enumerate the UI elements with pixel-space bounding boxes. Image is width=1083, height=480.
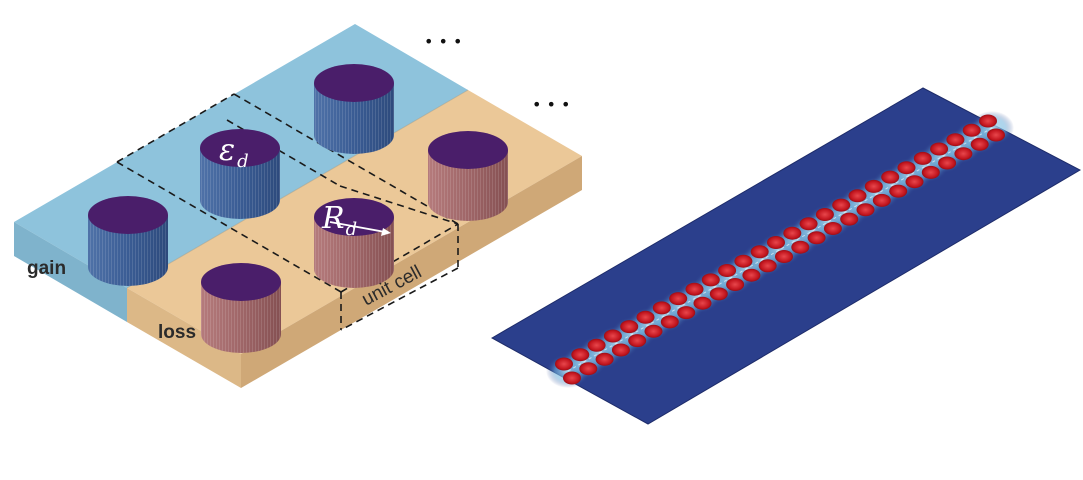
field-spot bbox=[987, 128, 1005, 142]
field-spot bbox=[954, 147, 973, 161]
field-spot bbox=[693, 296, 712, 310]
field-spot bbox=[644, 324, 663, 338]
field-spot bbox=[848, 189, 867, 203]
field-spot bbox=[734, 254, 753, 268]
field-spot bbox=[946, 133, 965, 147]
field-spot bbox=[930, 142, 949, 156]
pillar-side-texture bbox=[314, 217, 394, 288]
field-spot bbox=[775, 250, 793, 263]
gain-region-front bbox=[14, 222, 127, 322]
pillar-top bbox=[200, 129, 280, 167]
gain-pillar bbox=[88, 196, 168, 286]
field-spot bbox=[579, 362, 598, 376]
pillar-top bbox=[201, 263, 281, 301]
field-spot bbox=[815, 208, 834, 221]
field-spot bbox=[889, 184, 908, 198]
pillar-top bbox=[428, 131, 508, 169]
field-spot bbox=[962, 123, 981, 137]
arrow-right-icon bbox=[329, 221, 391, 236]
field-spot bbox=[563, 371, 581, 385]
field-map bbox=[490, 87, 1082, 425]
field-spot bbox=[669, 292, 688, 306]
loss-pillar bbox=[428, 131, 508, 221]
field-spot bbox=[767, 236, 785, 249]
field-spot bbox=[897, 161, 916, 175]
field-spot bbox=[603, 329, 622, 343]
field-spot bbox=[913, 151, 932, 165]
pillar-top bbox=[88, 196, 168, 234]
gain-pillar bbox=[200, 129, 280, 219]
field-spot bbox=[718, 264, 737, 277]
field-spot bbox=[742, 268, 761, 282]
field-spot bbox=[840, 212, 859, 226]
field-spot bbox=[979, 114, 997, 128]
field-spot bbox=[872, 193, 891, 207]
pillar-side-texture bbox=[200, 148, 280, 219]
field-spot bbox=[628, 334, 647, 348]
field-spot bbox=[799, 217, 818, 231]
loss-region-front bbox=[127, 288, 241, 388]
pillar-side-texture bbox=[314, 83, 394, 154]
loss-pillar bbox=[314, 198, 394, 288]
field-spot bbox=[611, 343, 630, 357]
field-spot bbox=[807, 231, 826, 245]
field-spot bbox=[783, 226, 802, 240]
field-spot bbox=[758, 259, 777, 273]
field-spot bbox=[587, 338, 606, 352]
loss-pillar bbox=[201, 263, 281, 353]
radius-label: Rd bbox=[321, 201, 357, 240]
field-spot bbox=[881, 170, 900, 184]
field-spot bbox=[938, 156, 957, 170]
field-spot bbox=[726, 278, 745, 291]
pillar-side-texture bbox=[201, 282, 281, 353]
field-spot bbox=[636, 310, 655, 324]
pillar-top bbox=[314, 198, 394, 236]
pillars bbox=[88, 64, 508, 353]
field-spot bbox=[652, 301, 671, 315]
field-spot bbox=[791, 240, 810, 254]
field-spot bbox=[864, 179, 883, 193]
field-spot bbox=[750, 245, 769, 259]
field-spot bbox=[970, 137, 989, 151]
field-spot bbox=[571, 348, 590, 362]
three-dots-icon: • • • bbox=[424, 32, 462, 51]
field-spot bbox=[701, 273, 720, 287]
field-spot bbox=[555, 357, 573, 371]
field-spot bbox=[620, 320, 639, 334]
field-spot bbox=[823, 222, 842, 235]
field-spot bbox=[905, 175, 924, 189]
field-spot bbox=[709, 287, 728, 301]
field-spots bbox=[555, 114, 1005, 385]
pillar-top bbox=[314, 64, 394, 102]
gain-label: gain bbox=[27, 258, 66, 279]
gain-pillar bbox=[314, 64, 394, 154]
field-spot bbox=[595, 352, 614, 366]
field-spot bbox=[832, 198, 851, 212]
field-spot bbox=[685, 282, 704, 296]
unit-cell-outline bbox=[116, 93, 459, 331]
three-dots-icon: • • • bbox=[532, 95, 570, 114]
field-spot bbox=[677, 306, 696, 320]
field-spot bbox=[921, 165, 940, 179]
pillar-side-texture bbox=[88, 215, 168, 286]
field-spot bbox=[660, 315, 679, 329]
pillar-side-texture bbox=[428, 150, 508, 221]
field-spot bbox=[856, 203, 875, 217]
loss-label: loss bbox=[158, 322, 196, 343]
